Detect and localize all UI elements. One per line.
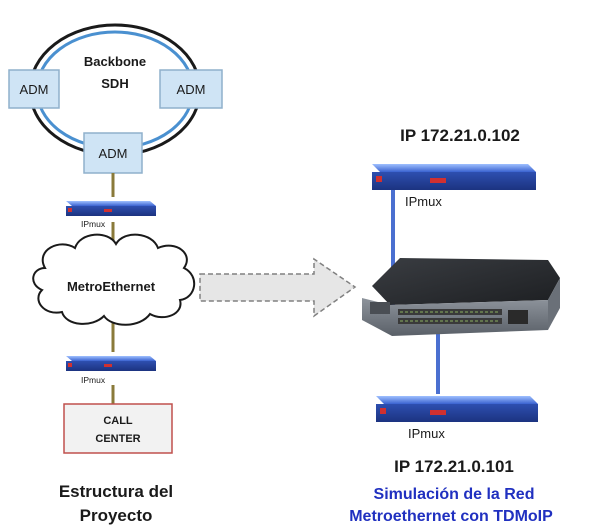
ipmux-right-top-label: IPmux bbox=[405, 194, 442, 209]
transition-arrow bbox=[199, 257, 357, 318]
call-center-line2: CENTER bbox=[95, 433, 140, 445]
adm-left-label: ADM bbox=[20, 82, 49, 97]
ipmux-right-bottom-label: IPmux bbox=[408, 426, 445, 441]
ethernet-switch bbox=[362, 258, 560, 336]
sdh-label: SDH bbox=[101, 76, 128, 91]
metroethernet-cloud bbox=[32, 233, 195, 326]
metroethernet-label: MetroEthernet bbox=[67, 279, 156, 294]
ipmux-right-bottom bbox=[376, 396, 538, 422]
adm-right-label: ADM bbox=[177, 82, 206, 97]
left-caption-line1: Estructura del bbox=[59, 482, 173, 501]
ipmux-right-top bbox=[372, 164, 536, 190]
adm-left-node: ADM bbox=[8, 69, 60, 109]
ipmux-left-bottom bbox=[66, 356, 156, 371]
adm-bottom-node: ADM bbox=[83, 132, 143, 174]
ip-bottom-label: IP 172.21.0.101 bbox=[394, 457, 514, 476]
ipmux-left-bottom-label: IPmux bbox=[81, 375, 106, 385]
backbone-label: Backbone bbox=[84, 54, 146, 69]
left-caption-line2: Proyecto bbox=[80, 506, 153, 525]
right-caption-line2: Metroethernet con TDMoIP bbox=[349, 508, 553, 525]
call-center-line1: CALL bbox=[103, 415, 133, 427]
ipmux-left-top bbox=[66, 201, 156, 216]
adm-bottom-label: ADM bbox=[99, 146, 128, 161]
ip-top-label: IP 172.21.0.102 bbox=[400, 126, 520, 145]
right-caption-line1: Simulación de la Red bbox=[374, 486, 535, 503]
adm-right-node: ADM bbox=[159, 69, 223, 109]
ipmux-left-top-label: IPmux bbox=[81, 219, 106, 229]
call-center-node: CALL CENTER bbox=[63, 403, 173, 454]
